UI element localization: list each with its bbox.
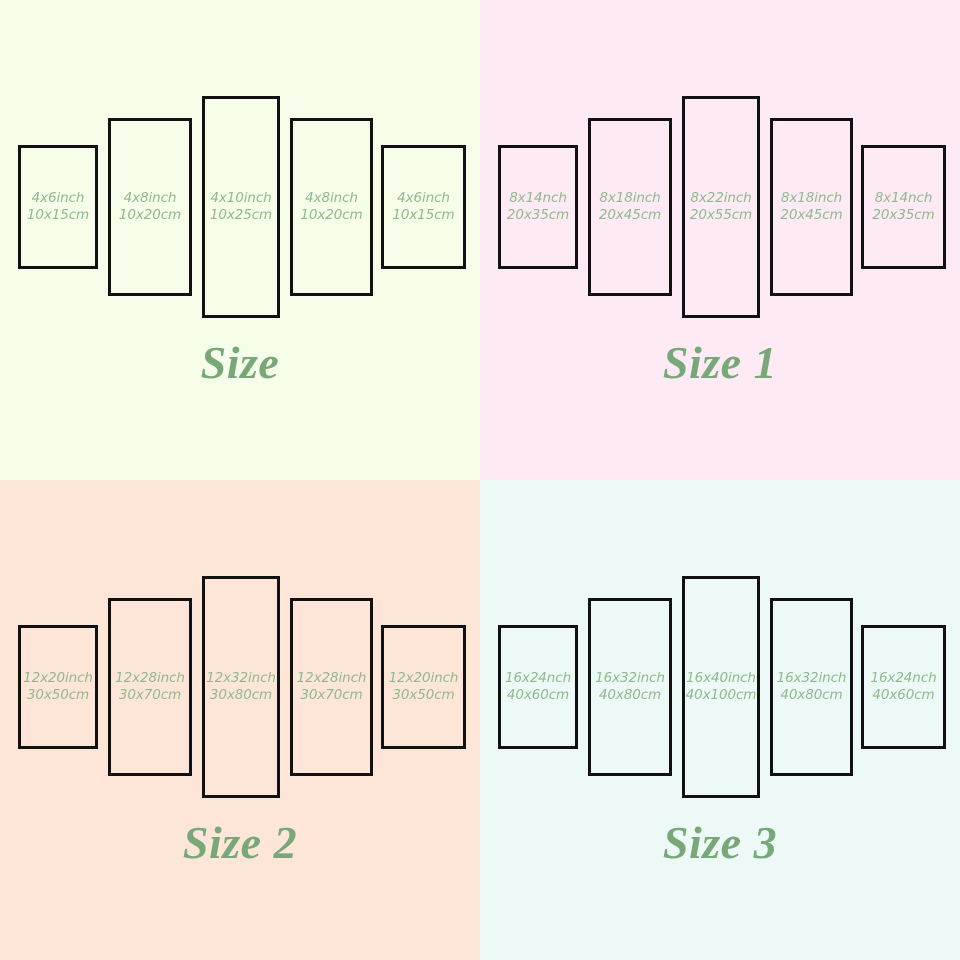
quadrant-size-3: 16x24nch 40x60cm 16x32inch 40x80cm 16x40… (480, 480, 960, 960)
panel-label-inch: 16x40inch (686, 669, 756, 686)
panel-label: 12x32inch 30x80cm (206, 670, 276, 705)
panel-label-cm: 30x70cm (118, 687, 182, 703)
panel-label-cm: 20x45cm (780, 207, 843, 223)
panel-label-cm: 10x25cm (209, 207, 273, 223)
panel-4: 16x32inch 40x80cm (770, 598, 853, 776)
panel-label-inch: 4x8inch (123, 189, 177, 206)
panel-label-inch: 8x22inch (690, 189, 752, 206)
panel-label: 16x32inch 40x80cm (777, 670, 847, 705)
quadrant-heading: Size (200, 337, 280, 388)
panel-label-inch: 8x18inch (780, 189, 843, 206)
panel-label-inch: 12x28inch (115, 669, 185, 686)
panel-4: 4x8inch 10x20cm (290, 118, 373, 296)
panel-cluster: 12x20inch 30x50cm 12x28inch 30x70cm 12x3… (0, 480, 480, 820)
panel-label-inch: 4x8inch (305, 189, 358, 206)
panel-label-cm: 40x60cm (506, 687, 570, 703)
panel-label: 4x6inch 10x15cm (27, 190, 89, 225)
panel-label-inch: 16x32inch (776, 669, 847, 686)
panel-label-cm: 40x60cm (872, 687, 935, 703)
panel-label: 12x20inch 30x50cm (23, 670, 93, 705)
panel-3: 16x40inch 40x100cm (682, 576, 760, 798)
panel-label: 8x22inch 20x55cm (690, 190, 752, 225)
panel-3: 4x10inch 10x25cm (202, 96, 280, 318)
quadrant-size: 4x6inch 10x15cm 4x8inch 10x20cm 4x10inch… (0, 0, 480, 480)
panel-2: 8x18inch 20x45cm (588, 118, 672, 296)
panel-label-inch: 12x28inch (296, 669, 367, 686)
panel-4: 12x28inch 30x70cm (290, 598, 373, 776)
panel-1: 8x14nch 20x35cm (498, 145, 578, 269)
panel-4: 8x18inch 20x45cm (770, 118, 853, 296)
panel-label: 4x8inch 10x20cm (119, 190, 181, 225)
panel-label: 16x24nch 40x60cm (505, 670, 571, 705)
panel-label-inch: 8x14nch (509, 189, 567, 206)
panel-label-inch: 12x20inch (388, 669, 459, 686)
panel-label-cm: 30x50cm (392, 687, 455, 703)
panel-label-cm: 20x45cm (598, 207, 662, 223)
panel-label-inch: 12x20inch (23, 669, 93, 686)
panel-3: 12x32inch 30x80cm (202, 576, 280, 798)
panel-label-inch: 4x10inch (210, 189, 272, 206)
panel-5: 8x14nch 20x35cm (861, 145, 946, 269)
panel-label-inch: 8x18inch (599, 189, 661, 206)
panel-label-cm: 10x20cm (300, 207, 363, 223)
quadrant-size-1: 8x14nch 20x35cm 8x18inch 20x45cm 8x22inc… (480, 0, 960, 480)
panel-label-cm: 20x35cm (506, 207, 570, 223)
panel-label-inch: 16x24nch (504, 669, 572, 686)
panel-cluster: 16x24nch 40x60cm 16x32inch 40x80cm 16x40… (480, 480, 960, 820)
panel-label-cm: 10x15cm (26, 207, 90, 223)
panel-5: 16x24nch 40x60cm (861, 625, 946, 749)
panel-label: 8x14nch 20x35cm (872, 190, 934, 225)
panel-label: 12x20inch 30x50cm (389, 670, 459, 705)
panel-label-cm: 20x35cm (872, 207, 935, 223)
quadrant-size-2: 12x20inch 30x50cm 12x28inch 30x70cm 12x3… (0, 480, 480, 960)
panel-label: 16x24nch 40x60cm (870, 670, 936, 705)
panel-label: 8x18inch 20x45cm (599, 190, 661, 225)
panel-label: 4x6inch 10x15cm (392, 190, 454, 225)
quadrant-heading: Size 2 (182, 817, 298, 868)
panel-2: 12x28inch 30x70cm (108, 598, 192, 776)
panel-label: 8x18inch 20x45cm (780, 190, 842, 225)
panel-label-cm: 30x80cm (209, 687, 273, 703)
panel-label: 8x14nch 20x35cm (507, 190, 569, 225)
panel-label-inch: 4x6inch (31, 189, 85, 206)
panel-cluster: 4x6inch 10x15cm 4x8inch 10x20cm 4x10inch… (0, 0, 480, 340)
panel-label: 12x28inch 30x70cm (115, 670, 185, 705)
panel-label: 16x40inch 40x100cm (686, 670, 757, 705)
panel-label-cm: 40x100cm (685, 687, 757, 703)
panel-label-cm: 40x80cm (598, 687, 662, 703)
panel-label-cm: 30x70cm (300, 687, 363, 703)
panel-label: 12x28inch 30x70cm (297, 670, 367, 705)
panel-label-inch: 16x24nch (870, 669, 937, 686)
panel-label: 4x10inch 10x25cm (210, 190, 272, 225)
panel-label-cm: 40x80cm (780, 687, 843, 703)
panel-2: 4x8inch 10x20cm (108, 118, 192, 296)
panel-label-cm: 10x15cm (392, 207, 455, 223)
panel-label-inch: 8x14nch (874, 189, 933, 206)
panel-label-inch: 4x6inch (397, 189, 450, 206)
panel-label-cm: 20x55cm (689, 207, 753, 223)
panel-1: 4x6inch 10x15cm (18, 145, 98, 269)
panel-5: 12x20inch 30x50cm (381, 625, 466, 749)
panel-1: 12x20inch 30x50cm (18, 625, 98, 749)
panel-2: 16x32inch 40x80cm (588, 598, 672, 776)
panel-1: 16x24nch 40x60cm (498, 625, 578, 749)
panel-label-cm: 30x50cm (26, 687, 90, 703)
quadrant-heading: Size 3 (662, 817, 778, 868)
panel-label-inch: 12x32inch (206, 669, 276, 686)
panel-label-cm: 10x20cm (118, 207, 182, 223)
panel-cluster: 8x14nch 20x35cm 8x18inch 20x45cm 8x22inc… (480, 0, 960, 340)
panel-label: 4x8inch 10x20cm (300, 190, 362, 225)
panel-5: 4x6inch 10x15cm (381, 145, 466, 269)
quadrant-heading: Size 1 (662, 337, 778, 388)
panel-3: 8x22inch 20x55cm (682, 96, 760, 318)
panel-label-inch: 16x32inch (595, 669, 665, 686)
panel-label: 16x32inch 40x80cm (595, 670, 665, 705)
